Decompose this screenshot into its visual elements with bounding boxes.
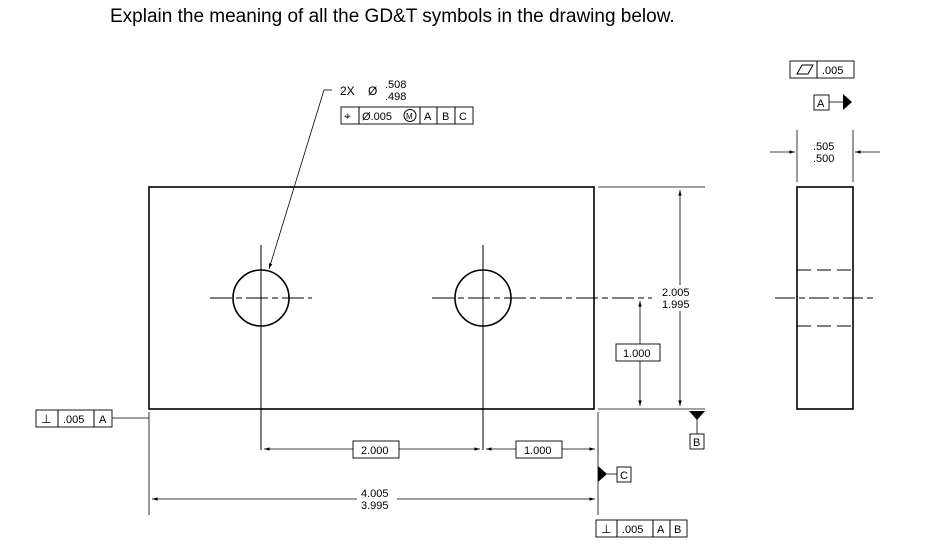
datum-c-label: C (620, 470, 628, 482)
datum-a-label: A (817, 98, 825, 110)
perp-left-datum: A (99, 414, 107, 426)
perp-bottom-datum-2: B (674, 524, 681, 536)
thickness-upper: .505 (813, 141, 834, 153)
hole-size-upper: .508 (385, 79, 406, 91)
mmc-modifier: M (406, 112, 413, 121)
flatness-symbol-icon (796, 64, 814, 75)
position-datum-1: A (424, 111, 432, 123)
datum-b-label: B (693, 437, 700, 449)
hole-size-lower: .498 (385, 91, 406, 103)
perp-bottom-symbol: ⊥ (601, 522, 611, 536)
edge-to-hole-basic-box (515, 440, 563, 459)
hole-count: 2X (340, 84, 355, 98)
perp-left-tolerance: .005 (63, 414, 84, 426)
width-lower: 3.995 (361, 500, 389, 512)
hole-height-basic-box (615, 343, 661, 362)
height-upper: 2.005 (662, 287, 690, 299)
hole-height-basic: 1.000 (623, 348, 651, 360)
perp-left-symbol: ⊥ (41, 412, 51, 426)
position-datum-3: C (459, 111, 467, 123)
width-upper: 4.005 (361, 488, 389, 500)
hole-left (210, 245, 312, 450)
position-tolerance: Ø.005 (362, 111, 392, 123)
hole-spacing-basic-box (352, 440, 400, 459)
datum-b-triangle (689, 411, 705, 420)
position-fcf: ⌖ Ø.005 M A B C (340, 106, 474, 125)
height-lower: 1.995 (662, 299, 690, 311)
flatness-tolerance: .005 (822, 65, 843, 77)
perp-bottom-tolerance: .005 (622, 524, 643, 536)
hole-right (432, 245, 652, 450)
datum-c-triangle (598, 466, 607, 482)
thickness-lower: .500 (813, 153, 834, 165)
question-text: Explain the meaning of all the GD&T symb… (110, 6, 675, 27)
perp-bottom-datum-1: A (657, 524, 665, 536)
perp-bottom-fcf: ⊥ .005 A B (595, 519, 688, 538)
position-datum-2: B (442, 111, 449, 123)
perp-left-fcf: ⊥ .005 A (35, 409, 113, 428)
hole-spacing-basic: 2.000 (361, 445, 389, 457)
position-symbol: ⌖ (344, 109, 351, 123)
edge-to-hole-basic: 1.000 (524, 445, 552, 457)
flatness-fcf: .005 (789, 60, 855, 79)
diameter-symbol: Ø (368, 84, 377, 98)
datum-a-triangle (843, 94, 852, 110)
